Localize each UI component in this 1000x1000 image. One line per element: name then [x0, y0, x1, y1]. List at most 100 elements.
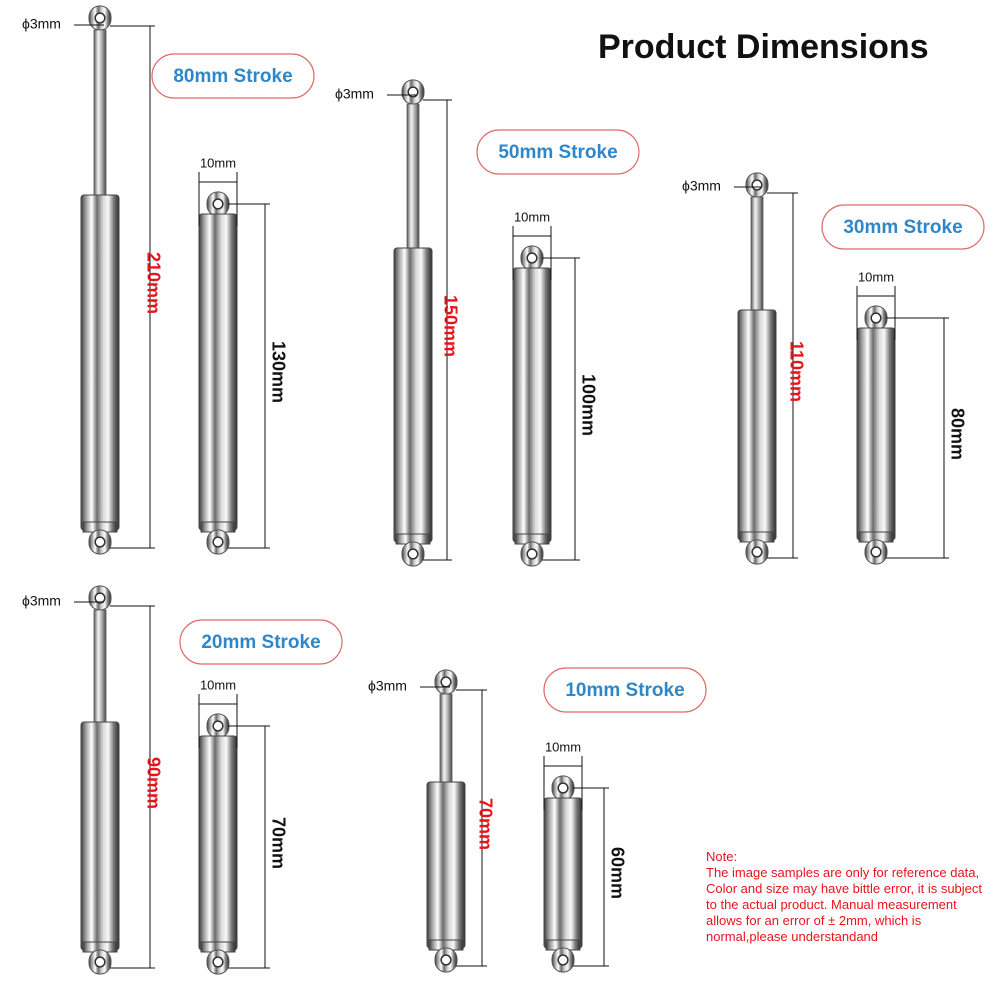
note-heading: Note:: [706, 849, 738, 864]
bottom-eye: [520, 541, 544, 567]
bottom-eye: [864, 539, 888, 565]
bottom-eye: [88, 529, 112, 555]
badge-frame: [476, 129, 640, 175]
extended-spring: [393, 79, 433, 567]
piston-rod: [439, 693, 453, 783]
cylinder-tube: [856, 327, 896, 541]
eye-hole: [751, 546, 763, 558]
eye-hole: [440, 676, 452, 688]
stroke-badge: 50mm Stroke: [476, 129, 640, 175]
stroke-label: 10mm Stroke: [565, 680, 684, 701]
bottom-eye: [206, 529, 230, 555]
eye-hole: [212, 198, 224, 210]
extended-spring: [80, 5, 120, 555]
compressed-spring: [512, 245, 552, 567]
note-body: The image samples are only for reference…: [706, 865, 983, 944]
compressed-length-label: 130mm: [268, 341, 288, 403]
bottom-eye: [401, 541, 425, 567]
piston-rod: [93, 609, 107, 723]
top-eye: [88, 5, 112, 31]
extended-length-label: 90mm: [143, 757, 163, 809]
top-eye: [88, 585, 112, 611]
compressed-spring: [856, 305, 896, 565]
top-eye: [551, 775, 575, 801]
eye-hole: [440, 954, 452, 966]
badge-frame: [151, 53, 315, 99]
compressed-spring: [198, 191, 238, 555]
cylinder-tube: [426, 781, 466, 949]
width-label: 10mm: [200, 155, 236, 170]
bottom-eye: [434, 947, 458, 973]
badge-frame: [821, 204, 985, 250]
top-eye: [520, 245, 544, 271]
width-label: 10mm: [545, 739, 581, 754]
piston-rod: [93, 29, 107, 196]
bottom-eye: [206, 949, 230, 975]
cylinder-tube: [198, 213, 238, 531]
diameter-label: ϕ3mm: [22, 16, 61, 32]
extended-spring: [737, 172, 777, 565]
eye-hole: [94, 592, 106, 604]
eye-hole: [407, 86, 419, 98]
cylinder-tube: [80, 194, 120, 531]
stroke-badge: 80mm Stroke: [151, 53, 315, 99]
cylinder-tube: [80, 721, 120, 951]
piston-rod: [750, 196, 764, 311]
bottom-eye: [745, 539, 769, 565]
note-box: Note: The image samples are only for ref…: [706, 849, 996, 945]
diameter-label: ϕ3mm: [22, 593, 61, 609]
stroke-label: 30mm Stroke: [843, 217, 962, 238]
extended-spring: [80, 585, 120, 975]
extended-spring: [426, 669, 466, 973]
compressed-length-label: 100mm: [578, 374, 598, 436]
extended-length-label: 150mm: [440, 295, 460, 357]
cylinder-tube: [543, 797, 583, 949]
diameter-label: ϕ3mm: [335, 86, 374, 102]
top-eye: [401, 79, 425, 105]
cylinder-tube: [512, 267, 552, 543]
top-eye: [745, 172, 769, 198]
eye-hole: [526, 252, 538, 264]
extended-length-label: 210mm: [143, 252, 163, 314]
extended-length-label: 110mm: [786, 341, 806, 402]
compressed-spring: [543, 775, 583, 973]
eye-hole: [94, 956, 106, 968]
stroke-badge: 20mm Stroke: [179, 619, 343, 665]
stroke-label: 80mm Stroke: [173, 66, 292, 87]
cylinder-tube: [737, 309, 777, 541]
bottom-eye: [551, 947, 575, 973]
eye-hole: [94, 536, 106, 548]
eye-hole: [407, 548, 419, 560]
eye-hole: [870, 312, 882, 324]
eye-hole: [526, 548, 538, 560]
eye-hole: [212, 956, 224, 968]
stroke-badge: 30mm Stroke: [821, 204, 985, 250]
eye-hole: [751, 179, 763, 191]
top-eye: [864, 305, 888, 331]
cylinder-tube: [198, 735, 238, 951]
gas-spring-1: ϕ3mm 210mm 130mm 10mm 80mm Stroke: [22, 5, 315, 555]
eye-hole: [870, 546, 882, 558]
stroke-badge: 10mm Stroke: [543, 667, 707, 713]
stroke-label: 20mm Stroke: [201, 632, 320, 653]
extended-length-label: 70mm: [475, 798, 495, 850]
gas-spring-2: ϕ3mm 150mm 100mm 10mm 50mm Stroke: [335, 79, 640, 567]
diameter-label: ϕ3mm: [682, 178, 721, 194]
eye-hole: [557, 954, 569, 966]
page-title: Product Dimensions: [598, 28, 929, 66]
eye-hole: [94, 12, 106, 24]
compressed-spring: [198, 713, 238, 975]
bottom-eye: [88, 949, 112, 975]
eye-hole: [212, 536, 224, 548]
badge-frame: [543, 667, 707, 713]
compressed-length-label: 80mm: [947, 408, 967, 460]
compressed-length-label: 60mm: [607, 847, 627, 899]
cylinder-tube: [393, 247, 433, 543]
piston-rod: [406, 103, 420, 249]
width-label: 10mm: [514, 209, 550, 224]
width-label: 10mm: [200, 677, 236, 692]
